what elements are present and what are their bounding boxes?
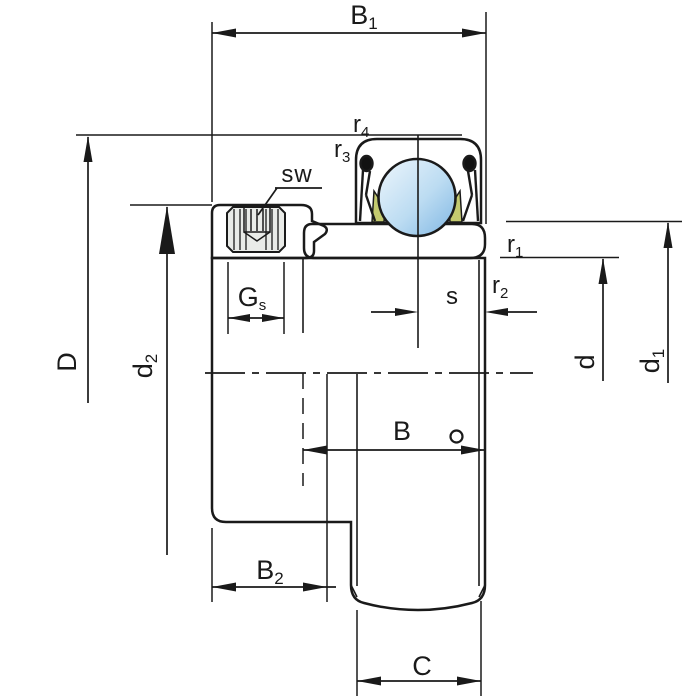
locking-collar — [210, 203, 328, 260]
seal-lip-line — [364, 170, 372, 196]
label-r2: r2 — [492, 272, 508, 302]
label-r1: r1 — [507, 231, 523, 261]
arrowhead — [228, 314, 250, 322]
arrowhead — [303, 582, 327, 592]
seal-lip-line — [461, 194, 474, 222]
arrowhead — [212, 582, 236, 592]
arrowhead — [457, 676, 481, 686]
seal-left — [358, 154, 377, 222]
label-r4: r4 — [353, 111, 369, 141]
inner-ring — [302, 222, 487, 260]
dim-d: d — [500, 256, 619, 381]
seal-anchor — [462, 154, 477, 173]
arrowhead — [212, 28, 236, 38]
arrowhead — [663, 222, 673, 248]
dim-d2: d2 — [128, 204, 212, 555]
seal-right — [461, 154, 480, 222]
seal-lip-line — [466, 170, 474, 196]
outer-ring — [354, 137, 483, 225]
leader-line — [257, 187, 278, 216]
arrowhead — [395, 308, 418, 316]
arrowhead — [598, 258, 608, 284]
dim-C: C — [356, 601, 482, 696]
seal-lip-line — [473, 169, 480, 222]
arrowhead — [262, 314, 284, 322]
arrowhead — [357, 676, 381, 686]
dim-B: B — [303, 416, 485, 455]
arrowhead — [303, 445, 327, 455]
dim-label-d: d — [570, 354, 600, 369]
label-r3: r3 — [334, 136, 350, 166]
dim-s: s — [371, 283, 537, 316]
dim-label-d1: d1 — [635, 349, 668, 374]
set-screw — [226, 206, 286, 253]
dim-label-D: D — [52, 352, 82, 372]
dim-D: D — [52, 134, 462, 403]
seal-lip-line — [358, 169, 365, 222]
hex-socket-outline — [243, 208, 271, 233]
dim-label-C: C — [412, 651, 432, 681]
dim-label-B: B — [393, 416, 411, 446]
dim-B2: B2 — [211, 374, 336, 602]
dim-d1: d1 — [506, 220, 682, 383]
arrowhead — [83, 136, 93, 162]
arrowhead — [485, 308, 508, 316]
bearing-ball — [377, 157, 457, 238]
arrowhead — [462, 28, 486, 38]
label-sw: sw — [281, 161, 312, 188]
shaft-silhouette — [210, 256, 487, 612]
sleeve-chamfer-line — [478, 584, 486, 598]
screw-hole-outline — [226, 206, 286, 253]
callout-sw: sw — [257, 161, 322, 216]
arrowhead — [461, 445, 485, 455]
screw-tip-cone — [243, 231, 271, 242]
dim-label-B1: B1 — [350, 0, 377, 33]
dim-B1: B1 — [211, 0, 487, 224]
dim-label-d2: d2 — [128, 354, 161, 379]
dim-Gs: Gs — [227, 262, 285, 334]
seal-lip-line — [364, 194, 377, 222]
seal-anchor — [359, 154, 374, 173]
reference-circle — [449, 429, 464, 444]
sleeve-chamfer-line — [350, 584, 358, 598]
dim-label-B2: B2 — [256, 555, 283, 588]
dim-label-s: s — [446, 283, 458, 310]
dim-label-Gs: Gs — [238, 282, 267, 314]
arrowhead — [159, 206, 175, 254]
